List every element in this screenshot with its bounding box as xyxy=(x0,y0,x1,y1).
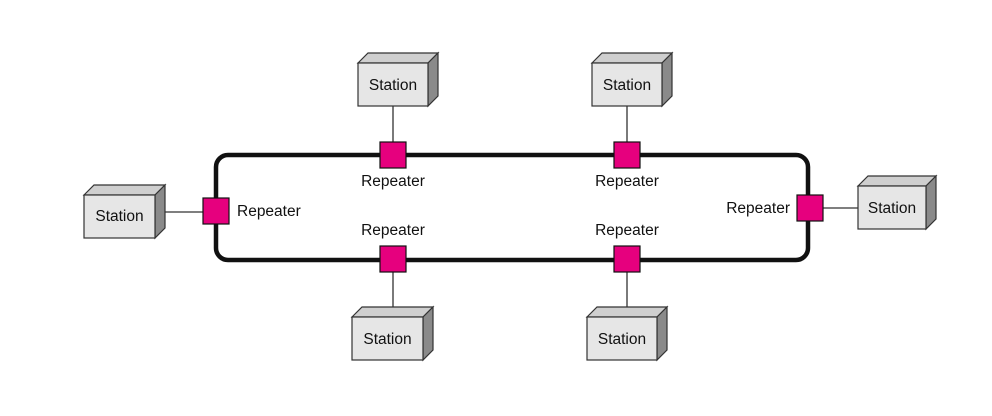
station-label: Station xyxy=(95,208,143,225)
station-box-front xyxy=(351,316,424,361)
repeater-label-top-2: Repeater xyxy=(595,173,659,190)
repeater-right xyxy=(796,194,824,222)
station-top-1: Station xyxy=(356,51,440,108)
repeater-label-left: Repeater xyxy=(237,203,301,220)
station-bottom-1: Station xyxy=(350,305,435,362)
station-box-top xyxy=(856,175,938,187)
station-box-top xyxy=(356,52,440,64)
station-box-front xyxy=(357,62,429,107)
station-label: Station xyxy=(868,200,916,217)
ring-cable xyxy=(213,152,811,263)
repeater-top-1 xyxy=(379,141,407,169)
station-box-top xyxy=(590,52,674,64)
station-label: Station xyxy=(369,77,417,94)
repeater-bottom-1 xyxy=(379,245,407,273)
station-label: Station xyxy=(598,331,646,348)
station-box-side xyxy=(154,183,166,240)
station-label: Station xyxy=(363,331,411,348)
station-box-front xyxy=(857,185,927,230)
station-box-side xyxy=(661,51,673,108)
repeater-label-bottom-1: Repeater xyxy=(361,222,425,239)
repeater-top-2 xyxy=(613,141,641,169)
repeater-bottom-2 xyxy=(613,245,641,273)
station-top-2: Station xyxy=(590,51,674,108)
repeater-label-right: Repeater xyxy=(726,200,790,217)
station-box-top xyxy=(82,184,167,196)
station-bottom-2: Station xyxy=(585,305,669,362)
station-box-front xyxy=(586,316,658,361)
repeater-label-top-1: Repeater xyxy=(361,173,425,190)
station-right: Station xyxy=(856,174,938,231)
station-box-side xyxy=(656,305,668,362)
station-box-top xyxy=(585,306,669,318)
station-box-side xyxy=(427,51,439,108)
station-box-side xyxy=(422,305,434,362)
station-box-front xyxy=(591,62,663,107)
station-label: Station xyxy=(603,77,651,94)
station-left: Station xyxy=(82,183,167,240)
repeater-left xyxy=(202,197,230,225)
station-box-front xyxy=(83,194,156,239)
station-box-top xyxy=(350,306,435,318)
station-box-side xyxy=(925,174,937,231)
repeater-label-bottom-2: Repeater xyxy=(595,222,659,239)
